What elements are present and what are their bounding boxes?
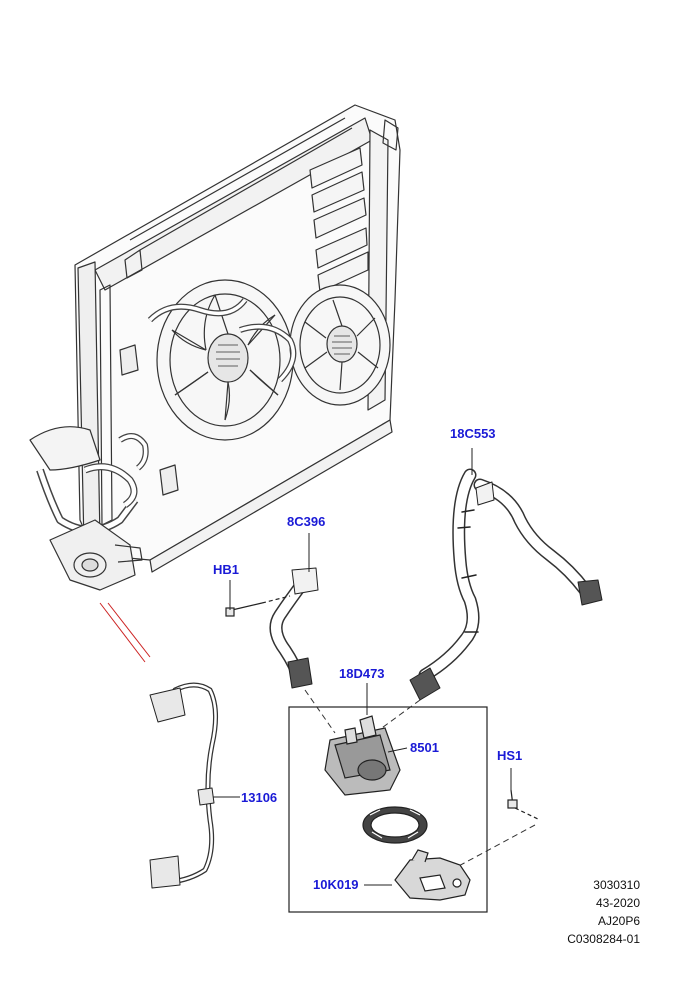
callout-10k019: 10K019 [313,877,359,892]
callout-8c396: 8C396 [287,514,326,529]
bracket-10k019 [394,849,471,901]
callout-leaders [213,448,512,886]
reference-code-2: 43-2020 [595,896,640,910]
hose-18c553 [409,468,603,701]
cooling-module-illustration [29,104,401,591]
pump-group-frame [288,706,488,913]
guide-lines [304,689,536,869]
callout-hb1: HB1 [213,562,240,577]
callout-hs1: HS1 [497,748,523,763]
mounting-bracket [362,806,428,844]
pump-8501 [324,715,401,796]
harness-13106 [149,682,218,889]
red-leader-lines [99,602,151,663]
reference-code-3: AJ20P6 [597,914,640,928]
callout-13106: 13106 [241,790,278,805]
callout-8501: 8501 [410,740,439,755]
bolt-hs1 [507,789,541,821]
hose-8c396 [269,567,319,689]
callout-18d473: 18D473 [339,666,385,681]
reference-code-1: 3030310 [593,878,640,892]
reference-code-4: C0308284-01 [567,932,640,946]
callout-18c553: 18C553 [450,426,496,441]
